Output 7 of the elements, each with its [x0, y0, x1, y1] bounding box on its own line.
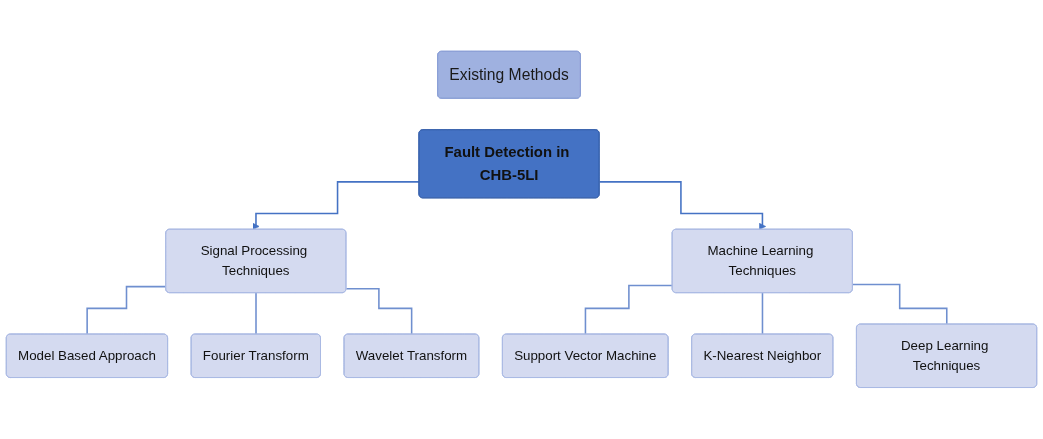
connector [86, 285, 167, 336]
connector [345, 288, 413, 336]
connector [761, 292, 764, 336]
connector [255, 292, 257, 336]
arrow [598, 181, 767, 230]
connector [852, 283, 948, 326]
connector [584, 284, 674, 336]
